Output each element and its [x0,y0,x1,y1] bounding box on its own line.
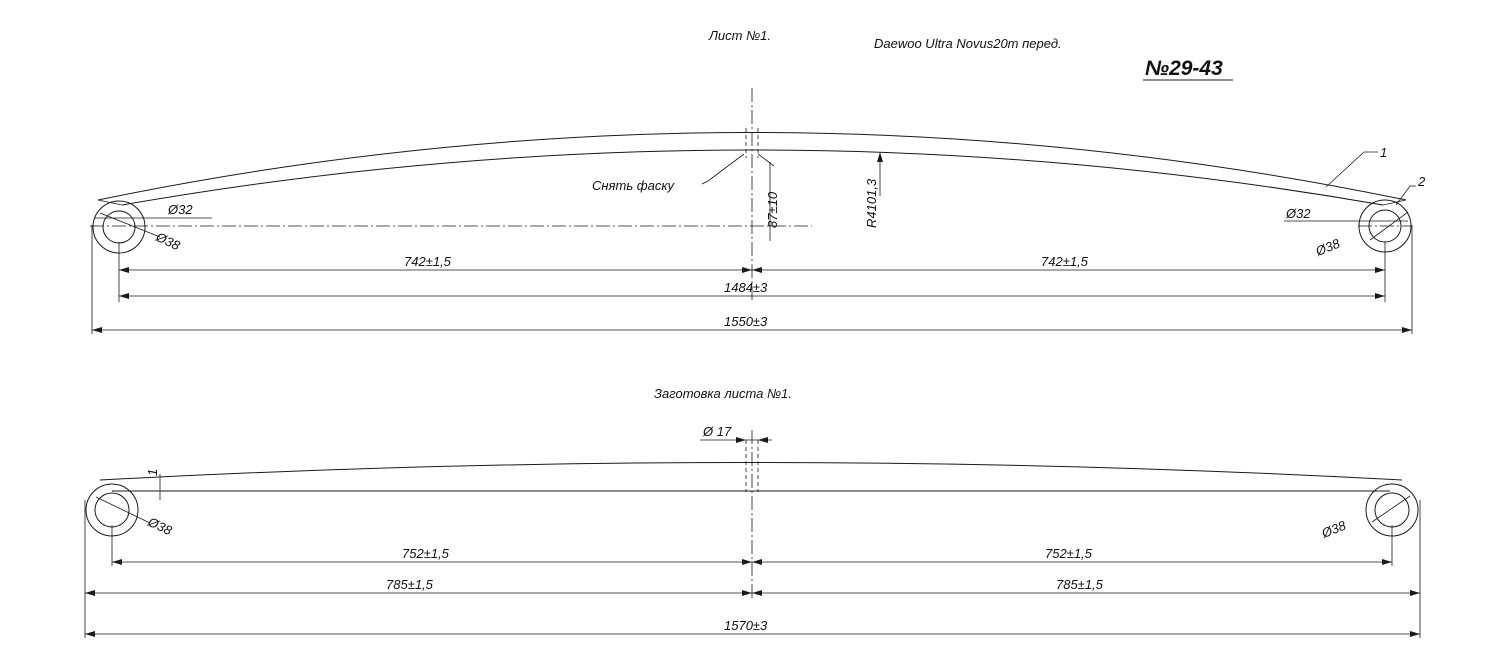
sheet-title: Лист №1. [708,28,771,43]
vehicle-label: Daewoo Ultra Novus20т перед. [874,36,1062,51]
arrow [119,293,129,299]
right-eye-outer-dim: Ø38 [1313,235,1343,259]
chamfer-leader [701,153,745,185]
left-eye-outer-dim: Ø38 [153,229,183,254]
blank-outer-left-dim: 785±1,5 [386,577,434,592]
arrow [1402,327,1412,333]
overall-dim: 1550±3 [724,314,768,329]
blank-top-edge [99,462,1403,481]
left-eye-inner-dim: Ø32 [167,202,193,217]
arrow [1382,559,1392,565]
arrow [85,590,95,596]
radius-label: R4101,3 [864,178,879,228]
eye-centers-dim: 1484±3 [724,280,768,295]
blank-title: Заготовка листа №1. [654,386,792,401]
blank-right-eye-inner [1374,492,1410,528]
blank-overall-dim: 1570±3 [724,618,768,633]
right-eye-outer-leader [1369,211,1409,241]
arrow [752,559,762,565]
blank-half-left-dim: 752±1,5 [402,546,450,561]
blank-right-eye-leader [1371,495,1411,523]
half-left-dim: 742±1,5 [404,254,452,269]
arrow [742,267,752,273]
left-eye-outer-leader [99,212,161,238]
arrow [736,437,746,443]
chamfer-note: Снять фаску [592,178,675,193]
half-right-dim: 742±1,5 [1041,254,1089,269]
arrow [92,327,102,333]
arrow [112,559,122,565]
height-label: 87±10 [765,191,780,228]
arrow [1375,293,1385,299]
part-number: №29-43 [1145,57,1223,80]
leaf-right-end [1382,199,1407,206]
callout-1-leader [1325,151,1378,188]
leaf-bottom-edge [121,149,1384,206]
bottom-blank-view: Ø 17 1 Ø38 Ø38 752±1,5 752±1,5 785±1,5 7… [84,424,1421,638]
blank-left-eye-leader [95,496,151,524]
arrow [752,590,762,596]
blank-outer-right-dim: 785±1,5 [1056,577,1104,592]
arrow [758,437,768,443]
blank-half-right-dim: 752±1,5 [1045,546,1093,561]
callout-1: 1 [1380,145,1387,160]
arrow [1375,267,1385,273]
center-hole-dim: Ø 17 [702,424,732,439]
arrow [752,267,762,273]
height-ext [757,153,775,167]
arrow [1410,631,1420,637]
callout-2-leader [1395,185,1416,206]
blank-left-eye-dim: Ø38 [145,514,175,539]
arrow [742,590,752,596]
top-leaf-view: Снять фаску 87±10 R4101,3 1 2 Ø32 Ø38 Ø3… [90,88,1426,334]
blank-right-eye-dim: Ø38 [1319,517,1349,541]
arrow [85,631,95,637]
arrow [119,267,129,273]
callout-2: 2 [1417,174,1426,189]
edge-offset-dim: 1 [145,469,160,476]
arrow [742,559,752,565]
radius-arrow [877,152,883,162]
right-eye-inner-dim: Ø32 [1285,206,1311,221]
arrow [1410,590,1420,596]
